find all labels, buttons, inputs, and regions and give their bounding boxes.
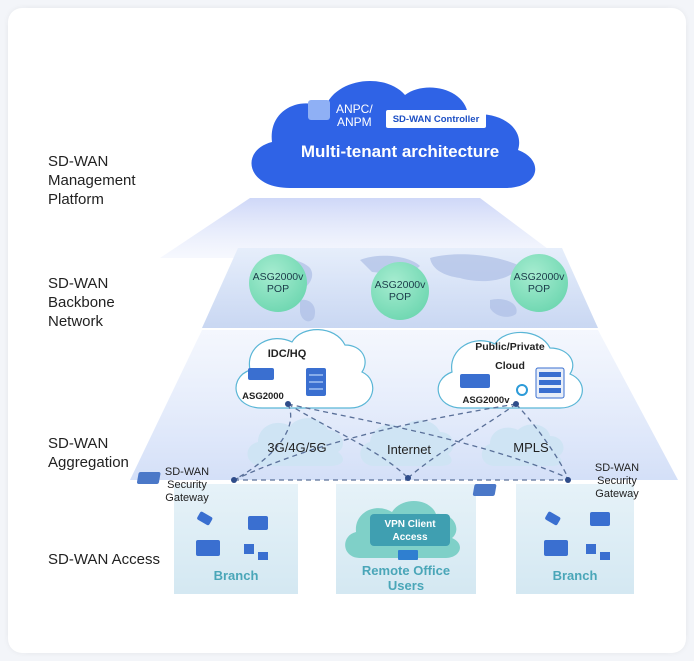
gateway-left-line: Security <box>167 479 207 491</box>
cloud-title-line: Cloud <box>495 360 525 372</box>
backbone-label-line: SD-WAN <box>48 275 109 292</box>
aggregation-label-line: SD-WAN <box>48 435 109 452</box>
idc-device-label: ASG2000 <box>242 391 284 402</box>
gateway-left-device <box>136 472 161 484</box>
sdwan-controller-badge: SD-WAN Controller <box>386 110 486 128</box>
gateway-left-label: SD-WAN Security Gateway <box>156 466 218 505</box>
laptop-icon <box>398 550 418 560</box>
aggregation-label-line: Aggregation <box>48 454 129 471</box>
pop-model: ASG2000v <box>252 271 304 283</box>
gateway-right-device <box>472 484 497 496</box>
backbone-label-line: Network <box>48 313 104 330</box>
management-label-line: Platform <box>48 191 104 208</box>
branch-right-label: Branch <box>552 568 598 583</box>
dashed-links <box>233 403 569 481</box>
gateway-left-line: SD-WAN <box>164 466 210 478</box>
management-label-line: SD-WAN <box>48 153 109 170</box>
cloud-title-line: Public/Private <box>475 341 545 353</box>
pop-node: ASG2000v POP <box>371 262 429 320</box>
anpc-label: ANPC/ ANPM <box>336 103 373 129</box>
branch-left-icons <box>196 511 268 560</box>
vpn-client-badge <box>370 514 450 546</box>
server-tower-lines <box>309 374 323 390</box>
mobile-network-label: 3G/4G/5G <box>267 440 327 455</box>
backbone-layer-label: SD-WAN Backbone Network <box>48 274 115 331</box>
branch-left-label: Branch <box>213 568 259 583</box>
pop-label: POP <box>527 283 551 295</box>
gateway-right-line: Security <box>597 475 637 487</box>
gateway-right-label: SD-WAN Security Gateway <box>586 462 648 501</box>
link-nodes <box>231 401 571 483</box>
branch-right-icons <box>544 511 610 560</box>
mpls-cloud <box>481 424 564 466</box>
pop-label: POP <box>266 283 290 295</box>
cloud-title: Public/Private Cloud <box>470 341 550 373</box>
gateway-left-line: Gateway <box>165 492 209 504</box>
backbone-label-line: Backbone <box>48 294 115 311</box>
internet-label: Internet <box>386 442 432 457</box>
management-cloud <box>251 80 536 188</box>
remote-office-label: Remote Office Users <box>336 563 476 593</box>
pop-node: ASG2000v POP <box>510 254 568 312</box>
cloud-device-label: ASG2000v <box>462 395 510 406</box>
gateway-right-line: SD-WAN <box>594 462 640 474</box>
asg2000-device-icon <box>248 368 274 380</box>
gateway-right-line: Gateway <box>595 488 639 500</box>
aggregation-layer-label: SD-WAN Aggregation <box>48 434 129 472</box>
pop-label: POP <box>388 291 412 303</box>
internet-cloud <box>360 420 454 466</box>
mpls-label: MPLS <box>513 440 549 455</box>
vpn-client-line: VPN Client <box>384 519 436 530</box>
anpc-label-line: ANPC/ <box>336 102 373 116</box>
pop-node: ASG2000v POP <box>249 254 307 312</box>
branch-right-panel <box>516 484 634 594</box>
management-label-line: Management <box>48 172 136 189</box>
controller-title: Multi-tenant architecture <box>300 142 500 161</box>
management-layer-label: SD-WAN Management Platform <box>48 152 136 209</box>
vpn-client-label: VPN Client Access <box>370 518 450 544</box>
pop-model: ASG2000v <box>374 279 426 291</box>
idc-title: IDC/HQ <box>267 348 307 360</box>
management-beam <box>160 198 560 258</box>
remote-office-line: Remote Office <box>361 563 451 578</box>
branch-left-panel <box>174 484 298 594</box>
mobile-network-cloud <box>247 418 344 466</box>
cloud-provider-icon <box>516 384 528 396</box>
access-layer-label: SD-WAN Access <box>48 551 160 568</box>
cloud-server-slots <box>539 372 561 393</box>
vpn-client-line: Access <box>392 532 428 543</box>
remote-office-line: Users <box>387 578 425 593</box>
pop-model: ASG2000v <box>513 271 565 283</box>
anpc-label-line: ANPM <box>337 115 372 129</box>
asg2000v-device-icon <box>460 374 490 388</box>
anpc-server-icon <box>308 100 330 120</box>
idc-cloud <box>235 329 374 409</box>
